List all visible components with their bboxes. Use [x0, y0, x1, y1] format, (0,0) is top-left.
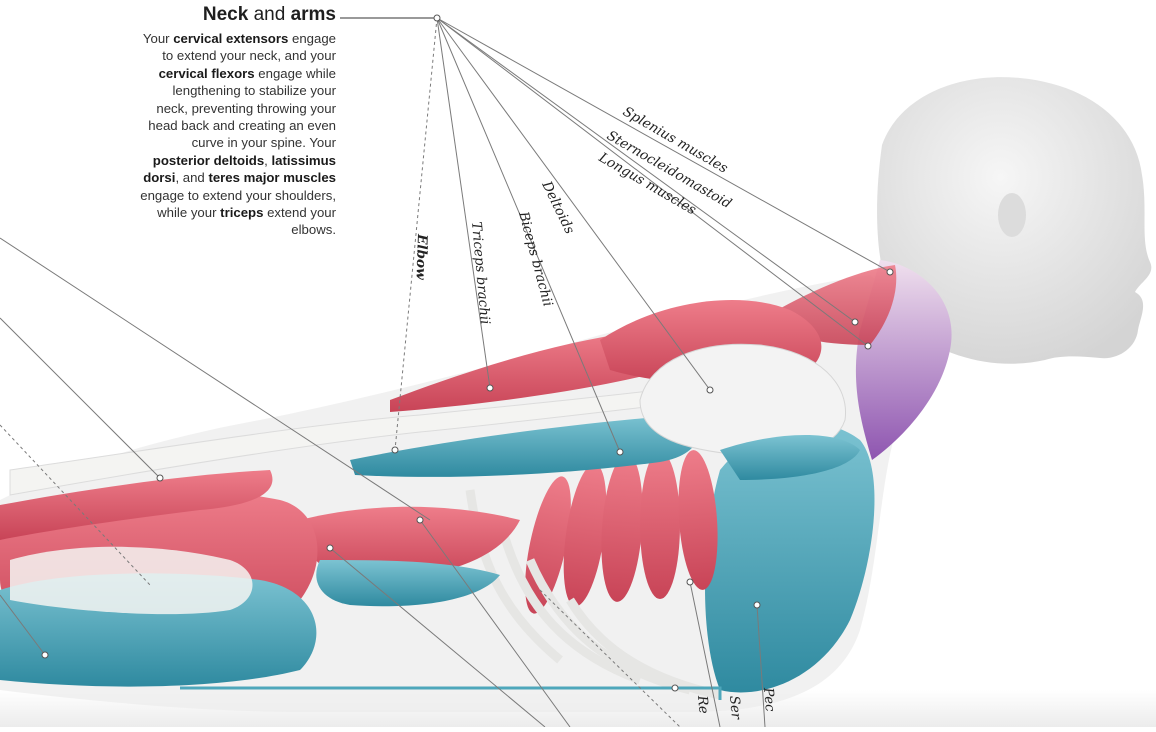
caption-term: posterior deltoids [153, 153, 264, 168]
caption-term: cervical extensors [173, 31, 288, 46]
caption-text: extend your elbows. [263, 205, 336, 237]
label-cut-pec: Pec [760, 686, 778, 713]
caption-text: , and [175, 170, 208, 185]
caption-block: Neck and arms Your cervical extensors en… [140, 4, 336, 239]
caption-body: Your cervical extensors engage to extend… [140, 30, 336, 239]
label-biceps: Biceps brachii [515, 209, 556, 308]
label-deltoids: Deltoids [538, 178, 578, 237]
label-triceps: Triceps brachii [468, 221, 493, 325]
pelvis-bone [10, 547, 253, 614]
label-elbow: Elbow [412, 233, 430, 281]
label-cut-ser: Ser [726, 695, 744, 722]
caption-term: teres major muscles [208, 170, 336, 185]
label-cut-re: Re [694, 694, 712, 714]
caption-heading: Neck and arms [140, 4, 336, 26]
caption-term: triceps [220, 205, 263, 220]
caption-term: cervical flexors [159, 66, 255, 81]
caption-text: Your [143, 31, 173, 46]
